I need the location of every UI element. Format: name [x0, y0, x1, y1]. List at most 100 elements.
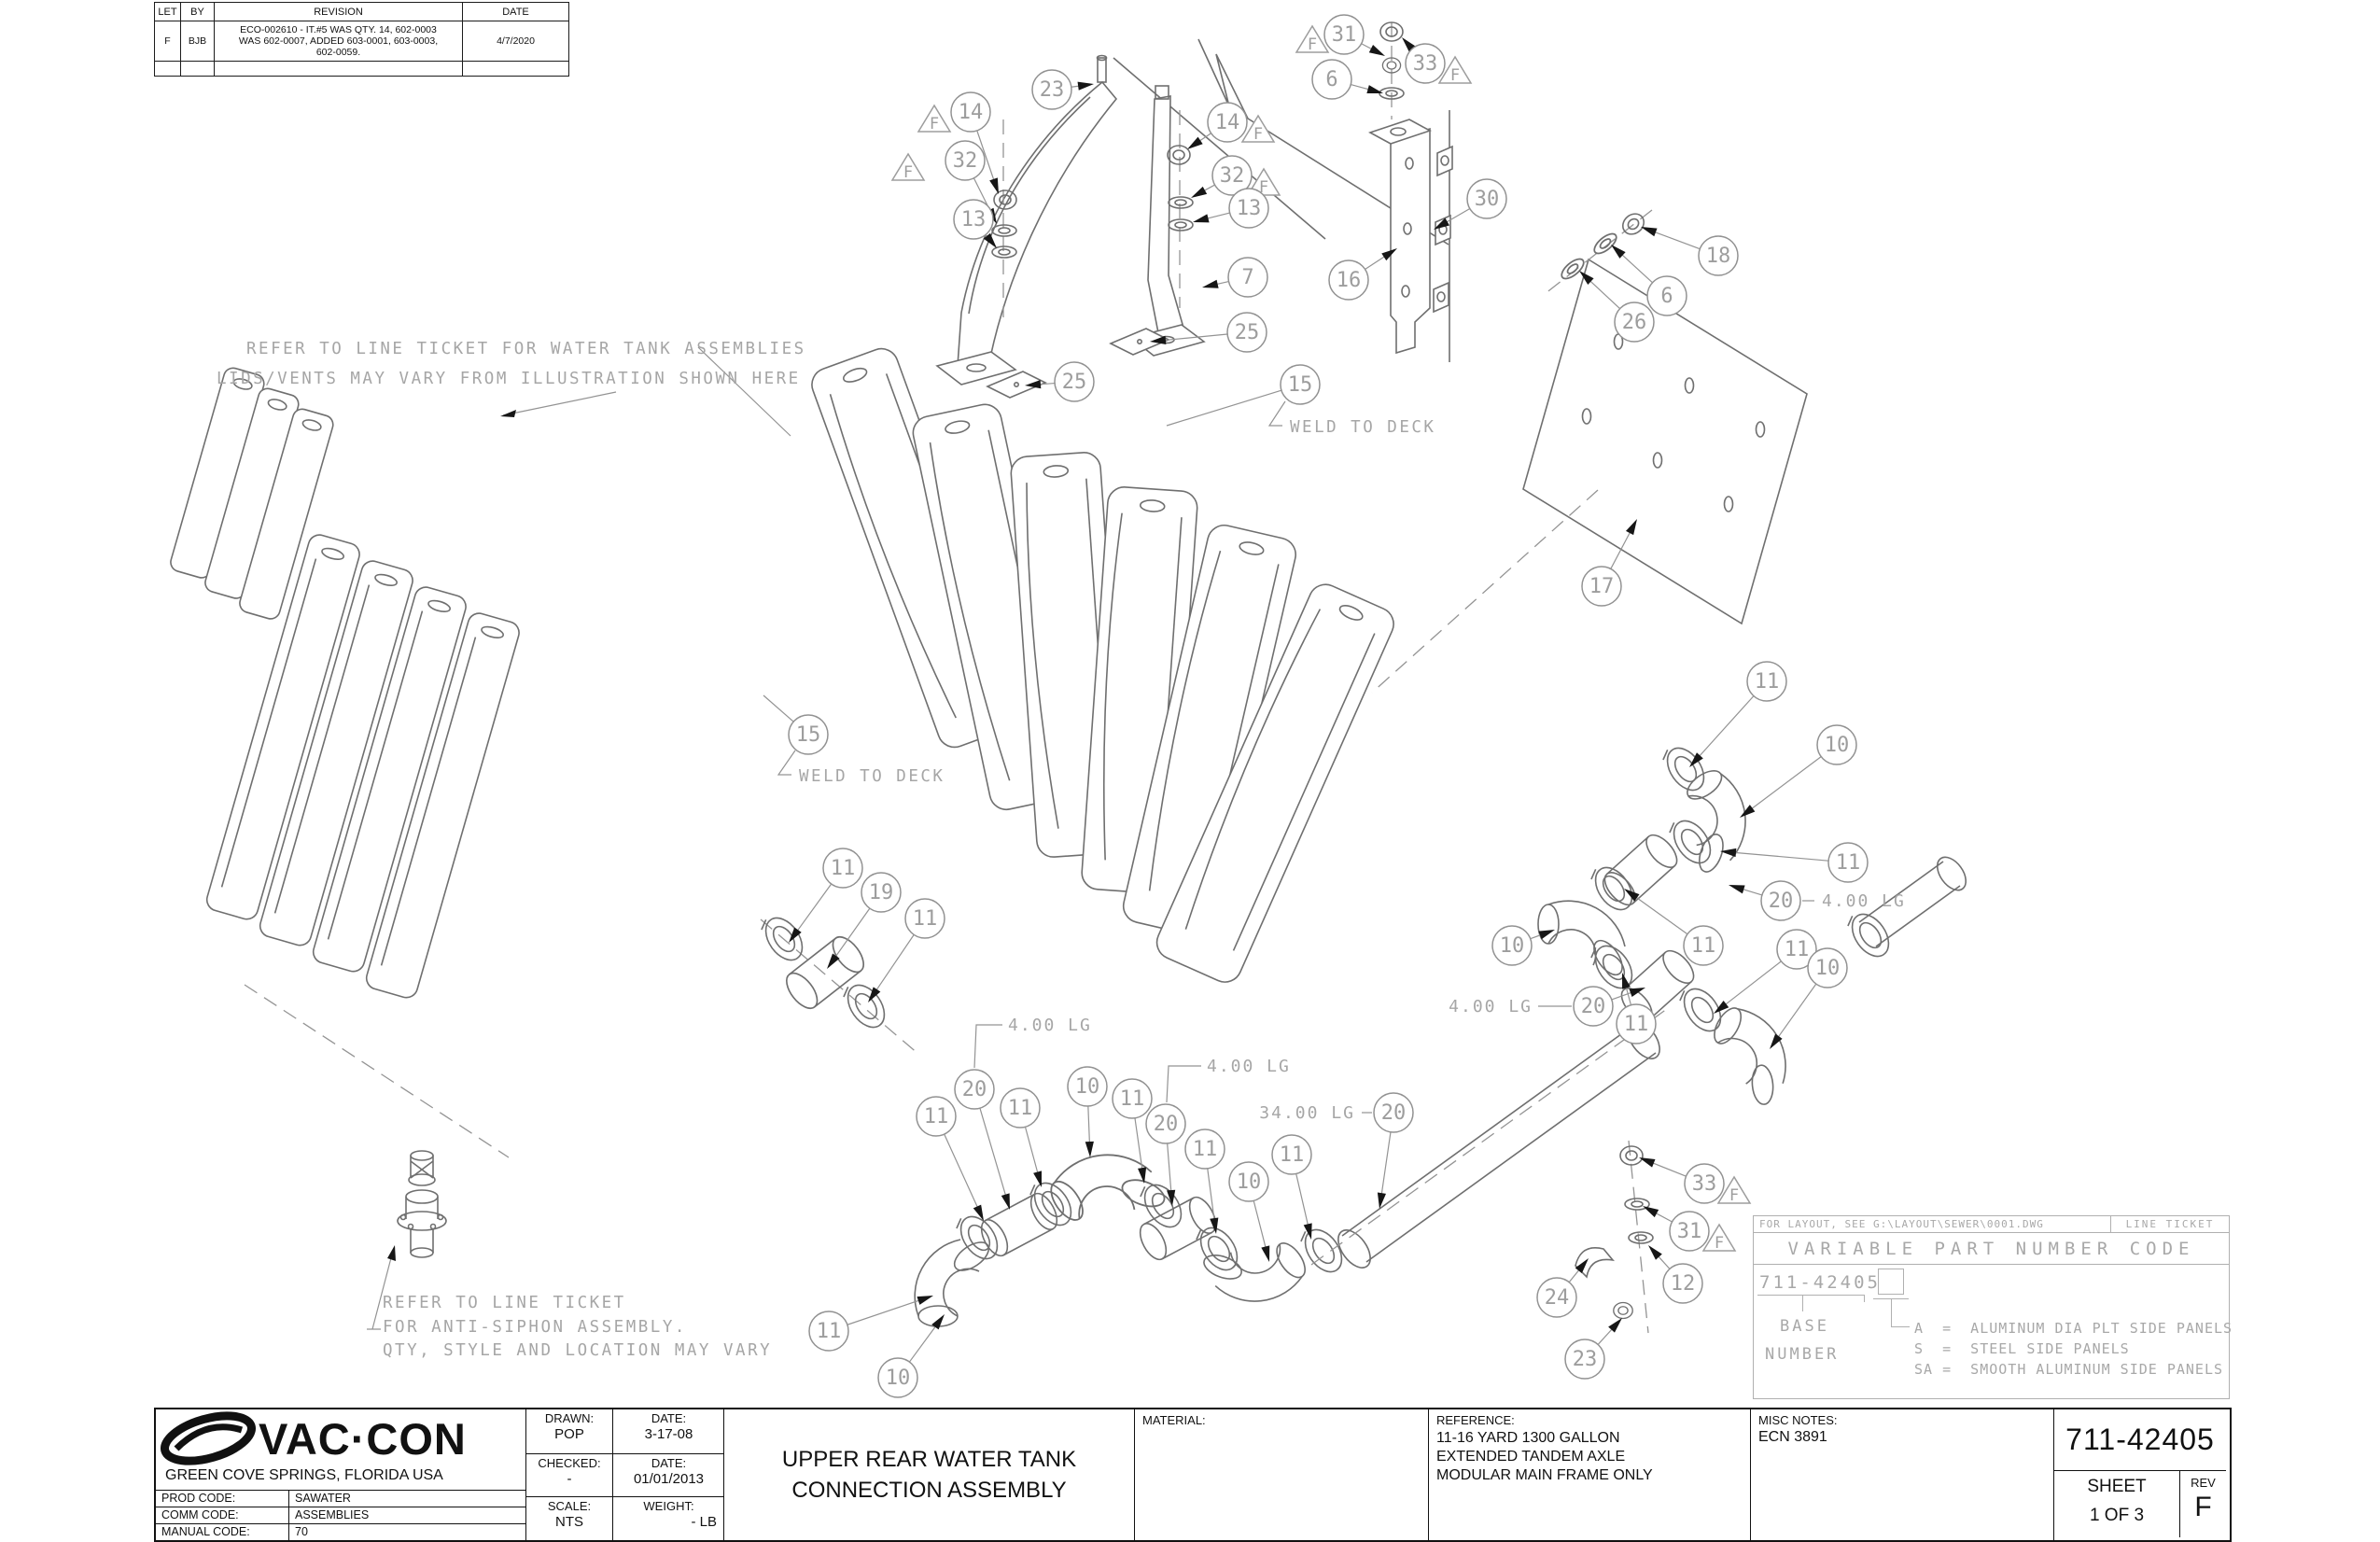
svg-text:20: 20: [1154, 1113, 1179, 1136]
rev-label: REV: [2191, 1476, 2216, 1490]
balloon-17: 17: [1581, 519, 1637, 607]
prod-code-value: SAWATER: [288, 1491, 525, 1507]
leader-arrowhead: [1611, 245, 1626, 259]
leader-arrowhead: [1202, 279, 1219, 288]
balloon-7: 7: [1202, 257, 1268, 298]
leader-arrowhead: [1639, 1157, 1656, 1168]
svg-text:32: 32: [1220, 164, 1245, 188]
leader-arrowhead: [1366, 85, 1383, 93]
drawing-title-line1: UPPER REAR WATER TANK: [781, 1447, 1077, 1472]
revision-table: LET BY REVISION DATE F BJB ECO-002610 - …: [154, 2, 569, 77]
leader-arrowhead: [1001, 1193, 1010, 1210]
weight-label: WEIGHT:: [643, 1499, 694, 1514]
svg-text:F: F: [1253, 125, 1263, 144]
rev-date-value: 4/7/2020: [463, 21, 568, 62]
center-tanks: [811, 347, 1394, 983]
leader-arrowhead: [1138, 1167, 1147, 1184]
water-tank-note-line2: LIDS/VENTS MAY VARY FROM ILLUSTRATION SH…: [217, 370, 801, 388]
balloon-20: 20: [1729, 880, 1801, 921]
rear-panel: [1522, 258, 1808, 625]
reference-line2: EXTENDED TANDEM AXLE: [1436, 1449, 1626, 1465]
balloon-25: 25: [1025, 361, 1095, 402]
balloon-12: 12: [1648, 1245, 1703, 1304]
svg-text:12: 12: [1671, 1272, 1696, 1296]
balloon-10: 10: [1770, 947, 1848, 1049]
balloon-13: 13: [953, 199, 997, 248]
leader-arrowhead: [1434, 217, 1450, 230]
prod-code-label: PROD CODE:: [161, 1492, 236, 1505]
balloon-11: 11: [1714, 929, 1817, 1014]
svg-text:32: 32: [953, 149, 978, 173]
flag-note-F-icon: [1437, 55, 1473, 84]
layout-path-note: FOR LAYOUT, SEE G:\LAYOUT\SEWER\0001.DWG: [1759, 1218, 2044, 1230]
balloon-11: 11: [1720, 842, 1869, 883]
leader-arrowhead: [827, 953, 840, 969]
svg-text:11: 11: [1624, 1013, 1649, 1036]
leader-arrowhead: [1643, 1206, 1659, 1218]
leader-arrowhead: [1368, 45, 1385, 56]
weld-to-deck-note-2: WELD TO DECK: [799, 767, 945, 786]
balloon-11: 11: [868, 898, 945, 1002]
balloon-19: 19: [827, 872, 902, 969]
scale-label: SCALE:: [547, 1499, 592, 1514]
svg-text:15: 15: [796, 723, 821, 747]
left-front-tanks: [205, 534, 520, 999]
leader-arrowhead: [1025, 380, 1042, 389]
balloon-25: 25: [1150, 312, 1267, 353]
logo-cell: VAC·CON GREEN COVE SPRINGS, FLORIDA USA …: [156, 1409, 525, 1540]
reference-line3: MODULAR MAIN FRAME ONLY: [1436, 1467, 1653, 1483]
comm-code-value: ASSEMBLIES: [288, 1507, 525, 1523]
svg-text:F: F: [1450, 66, 1460, 85]
leader-arrowhead: [1770, 1033, 1783, 1049]
svg-text:F: F: [1715, 1234, 1724, 1253]
svg-text:19: 19: [869, 881, 894, 904]
leader-arrowhead: [1377, 1192, 1387, 1209]
svg-text:11: 11: [1836, 851, 1861, 875]
svg-text:10: 10: [1500, 934, 1525, 958]
codes-table: PROD CODE: SAWATER COMM CODE: ASSEMBLIES…: [156, 1490, 525, 1540]
balloon-20: 20: [1573, 986, 1645, 1027]
svg-text:F: F: [1729, 1186, 1739, 1205]
date1-value: 3-17-08: [644, 1426, 693, 1442]
hose-cluster-left: [756, 908, 920, 1056]
anti-siphon-note-line1: REFER TO LINE TICKET: [383, 1294, 626, 1312]
balloon-18: 18: [1641, 227, 1739, 276]
flag-note-F-icon: [1701, 1223, 1737, 1252]
svg-text:11: 11: [1120, 1087, 1145, 1111]
rev-col-revision: REVISION: [215, 3, 463, 21]
reference-cell: REFERENCE: 11-16 YARD 1300 GALLON EXTEND…: [1428, 1409, 1750, 1540]
weight-value: - LB: [691, 1514, 717, 1531]
flag-note-F-icon: [1295, 24, 1330, 53]
rev-value: F: [2194, 1492, 2212, 1522]
pipe-cluster-right: [1371, 489, 1967, 1114]
svg-text:20: 20: [1581, 995, 1606, 1018]
leader-arrowhead: [983, 232, 997, 248]
rev-by-value: BJB: [181, 21, 215, 62]
svg-text:23: 23: [1040, 78, 1065, 102]
svg-text:7: 7: [1241, 266, 1253, 289]
svg-text:18: 18: [1706, 245, 1731, 268]
balloon-11: 11: [916, 1096, 984, 1221]
svg-text:31: 31: [1332, 23, 1357, 47]
material-cell: MATERIAL:: [1134, 1409, 1428, 1540]
leader-arrowhead: [1648, 1245, 1662, 1260]
balloon-11: 11: [1624, 889, 1724, 966]
cad-annotations: REFER TO LINE TICKET FOR WATER TANK ASSE…: [217, 340, 1904, 1360]
balloon-11: 11: [808, 1296, 933, 1352]
left-rear-tanks: [170, 367, 334, 620]
water-tank-note-line1: REFER TO LINE TICKET FOR WATER TANK ASSE…: [246, 340, 806, 358]
svg-text:14: 14: [959, 101, 984, 124]
comm-code-label: COMM CODE:: [156, 1507, 288, 1523]
checked-label: CHECKED:: [538, 1455, 601, 1470]
svg-text:30: 30: [1475, 188, 1500, 211]
variable-part-number-code-box: FOR LAYOUT, SEE G:\LAYOUT\SEWER\0001.DWG…: [1753, 1215, 2232, 1399]
drawn-date-cell: DRAWN:POP DATE:3-17-08 CHECKED:- DATE:01…: [525, 1409, 724, 1540]
balloon-15: 15: [1166, 364, 1321, 427]
svg-text:15: 15: [1288, 373, 1313, 397]
svg-text:11: 11: [913, 907, 938, 931]
leader-arrowhead: [1729, 885, 1745, 894]
leader-arrowhead: [1625, 519, 1637, 536]
